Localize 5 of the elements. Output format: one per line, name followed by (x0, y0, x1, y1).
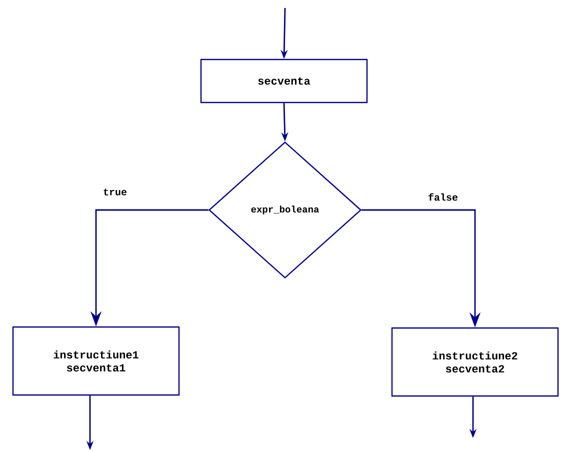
edge-label: false (427, 192, 459, 202)
process-box: instructiune2 secventa2 (391, 327, 559, 397)
edge-label: true (102, 188, 128, 196)
process-box: secventa (200, 58, 368, 104)
process-box: instructiune1 secventa1 (12, 326, 180, 396)
